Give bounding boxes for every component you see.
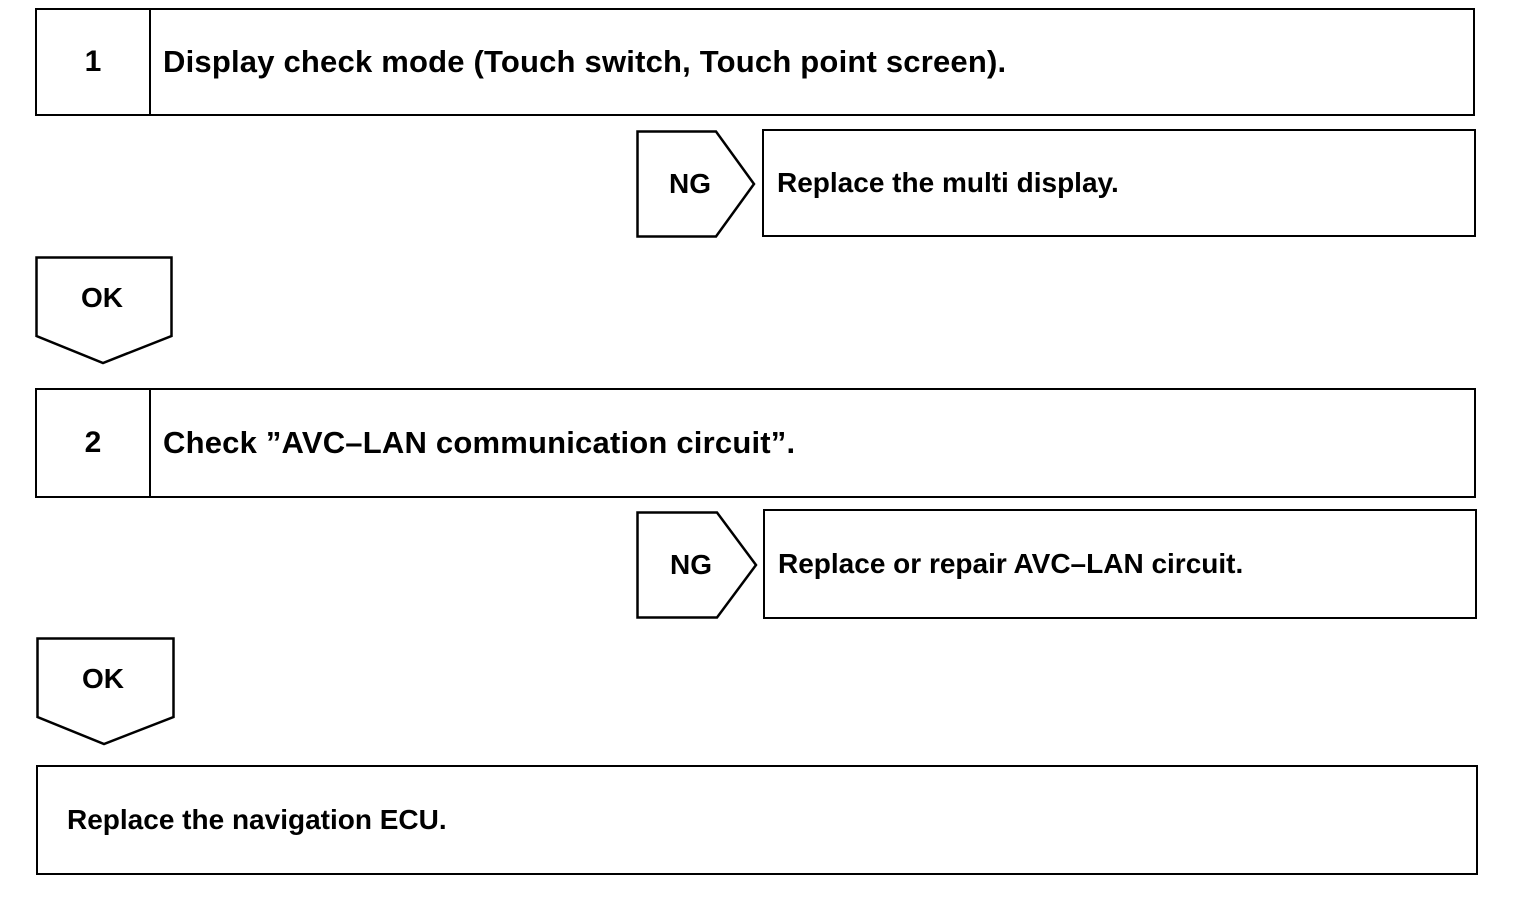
step-1-number: 1 (37, 10, 151, 114)
ng-arrow-shape-1 (636, 130, 756, 238)
step-1-ng-action-text: Replace the multi display. (777, 167, 1119, 198)
ng-arrow-shape-2 (636, 511, 758, 619)
step-2-box: 2 Check ”AVC–LAN communication circuit”. (35, 388, 1476, 498)
step-2-ng-label: NG (670, 549, 712, 580)
step-2-ok-arrow: OK (36, 637, 175, 747)
ok-arrow-shape-2 (36, 637, 175, 746)
step-1-ok-arrow: OK (35, 256, 173, 366)
step-2-text: Check ”AVC–LAN communication circuit”. (163, 425, 796, 460)
step-2-ng-action-box: Replace or repair AVC–LAN circuit. (763, 509, 1477, 619)
final-action-box: Replace the navigation ECU. (36, 765, 1478, 875)
step-2-ng-action-text: Replace or repair AVC–LAN circuit. (778, 548, 1244, 579)
step-2-number: 2 (37, 390, 151, 496)
step-1-ng-arrow: NG (636, 130, 756, 238)
ok-arrow-shape-1 (35, 256, 173, 365)
step-1-ng-action-box: Replace the multi display. (762, 129, 1476, 237)
final-action-text: Replace the navigation ECU. (67, 804, 447, 835)
step-1-text: Display check mode (Touch switch, Touch … (163, 44, 1007, 79)
step-2-ok-label: OK (82, 663, 124, 694)
step-2-ng-arrow: NG (636, 511, 758, 619)
step-1-ng-label: NG (669, 168, 711, 199)
step-1-ok-label: OK (81, 282, 123, 313)
step-1-box: 1 Display check mode (Touch switch, Touc… (35, 8, 1475, 116)
